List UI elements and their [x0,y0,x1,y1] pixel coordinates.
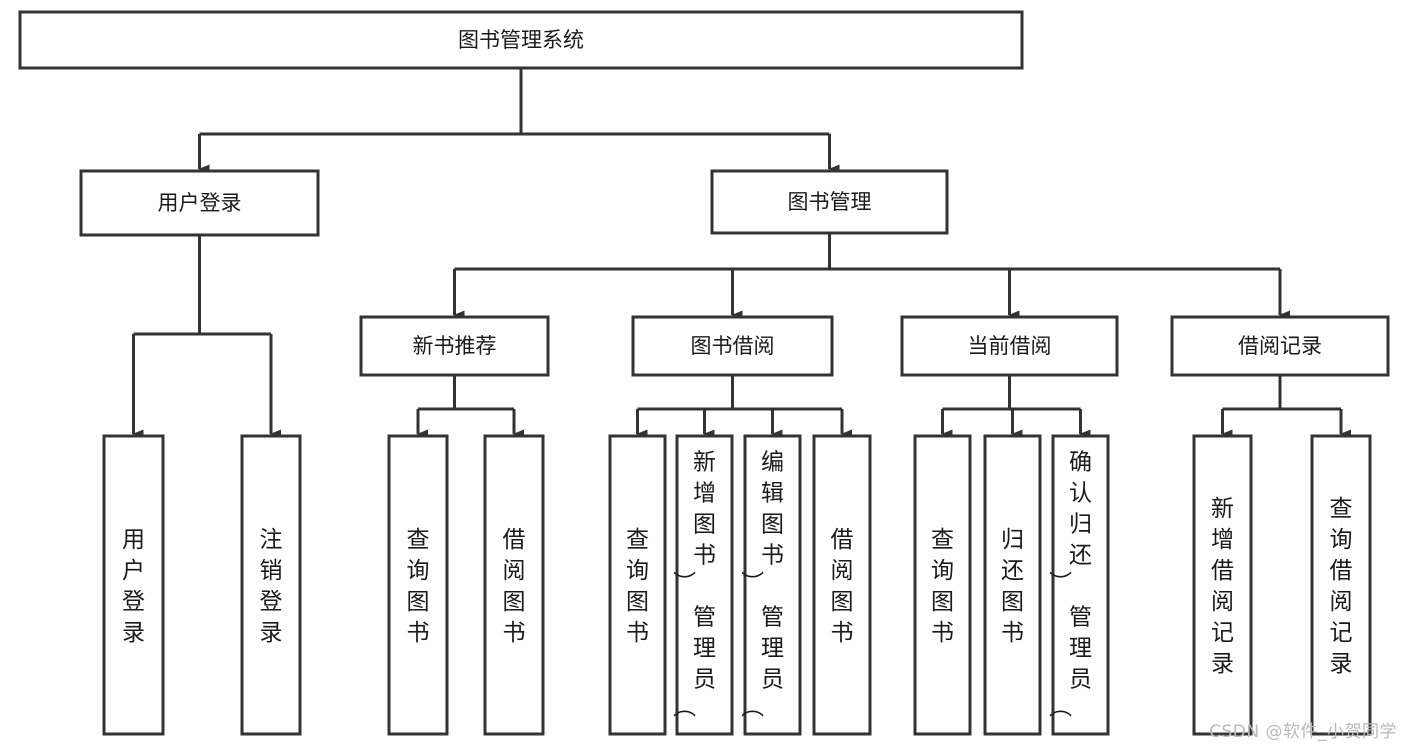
node-current-borrow-label: 当前借阅 [968,334,1052,358]
node-borrow-record-label: 借阅记录 [1238,334,1322,358]
node-book-borrow-label: 图书借阅 [691,334,775,358]
node-leaf-borrow-book-2[interactable]: 借阅图书 [812,434,872,736]
node-leaf-query-borrow-record[interactable]: 查询借阅记录 [1310,434,1372,736]
node-leaf-add-book-admin-rect [675,434,734,736]
node-leaf-edit-book-admin-rect [743,434,802,736]
node-user-login[interactable]: 用户登录 [79,169,320,237]
node-leaf-confirm-return-admin-rect [1051,434,1110,736]
node-leaf-query-borrow-record-label: 查询借阅记录 [1330,496,1353,677]
node-book-borrow-rect [631,315,834,377]
node-leaf-confirm-return-admin[interactable]: 确认归还（管理员） [1049,434,1110,736]
node-leaf-query-book-1-rect [387,434,449,736]
node-leaf-user-logout[interactable]: 注销登录 [240,434,302,736]
node-leaf-add-borrow-record-label: 新增借阅记录 [1211,496,1234,677]
node-leaf-add-borrow-record[interactable]: 新增借阅记录 [1192,434,1253,736]
node-leaf-borrow-book-2-rect [812,434,872,736]
node-new-book-recommend-rect [359,315,550,377]
node-leaf-add-borrow-record-rect [1192,434,1253,736]
node-book-borrow[interactable]: 图书借阅 [631,315,834,377]
node-leaf-return-book-label: 归还图书 [1001,527,1024,646]
node-leaf-query-book-1[interactable]: 查询图书 [387,434,449,736]
node-new-book-recommend-label: 新书推荐 [413,334,497,358]
connector-layer [132,68,1351,439]
node-leaf-edit-book-admin[interactable]: 编辑图书（管理员） [741,434,802,736]
node-borrow-record-rect [1170,315,1390,377]
node-book-manage-rect [710,169,949,235]
node-user-login-label: 用户登录 [158,191,242,215]
node-leaf-query-book-1-label: 查询图书 [407,527,430,646]
node-leaf-return-book-rect [983,434,1042,736]
node-book-manage[interactable]: 图书管理 [710,169,949,235]
watermark-text: CSDN @软件_小贺同学 [1209,722,1397,742]
node-leaf-add-book-admin[interactable]: 新增图书（管理员） [673,434,734,736]
node-leaf-user-login[interactable]: 用户登录 [102,434,165,736]
node-system-title-rect [18,10,1024,70]
node-layer: 图书管理系统用户登录图书管理新书推荐图书借阅当前借阅借阅记录用户登录注销登录查询… [18,10,1390,736]
node-leaf-user-logout-label: 注销登录 [260,527,283,646]
node-new-book-recommend[interactable]: 新书推荐 [359,315,550,377]
node-leaf-add-book-admin-label: 新增图书（管理员） [673,450,716,718]
node-leaf-user-login-label: 用户登录 [122,527,145,646]
node-system-title-label: 图书管理系统 [458,28,584,52]
node-leaf-edit-book-admin-label: 编辑图书（管理员） [741,450,784,718]
node-leaf-user-logout-rect [240,434,302,736]
node-leaf-query-book-2-label: 查询图书 [626,527,649,646]
node-leaf-borrow-book-2-label: 借阅图书 [831,527,854,646]
node-leaf-query-book-3-label: 查询图书 [931,527,954,646]
node-system-title[interactable]: 图书管理系统 [18,10,1024,70]
node-leaf-query-book-2[interactable]: 查询图书 [608,434,667,736]
node-leaf-query-book-2-rect [608,434,667,736]
node-leaf-query-book-3-rect [913,434,972,736]
node-user-login-rect [79,169,320,237]
node-leaf-query-book-3[interactable]: 查询图书 [913,434,972,736]
node-current-borrow-rect [900,315,1119,377]
node-leaf-borrow-book-1[interactable]: 借阅图书 [483,434,545,736]
node-current-borrow[interactable]: 当前借阅 [900,315,1119,377]
node-leaf-confirm-return-admin-label: 确认归还（管理员） [1049,450,1092,718]
node-leaf-return-book[interactable]: 归还图书 [983,434,1042,736]
node-borrow-record[interactable]: 借阅记录 [1170,315,1390,377]
node-book-manage-label: 图书管理 [788,190,872,214]
node-leaf-borrow-book-1-label: 借阅图书 [503,527,526,646]
node-leaf-user-login-rect [102,434,165,736]
node-leaf-query-borrow-record-rect [1310,434,1372,736]
node-leaf-borrow-book-1-rect [483,434,545,736]
